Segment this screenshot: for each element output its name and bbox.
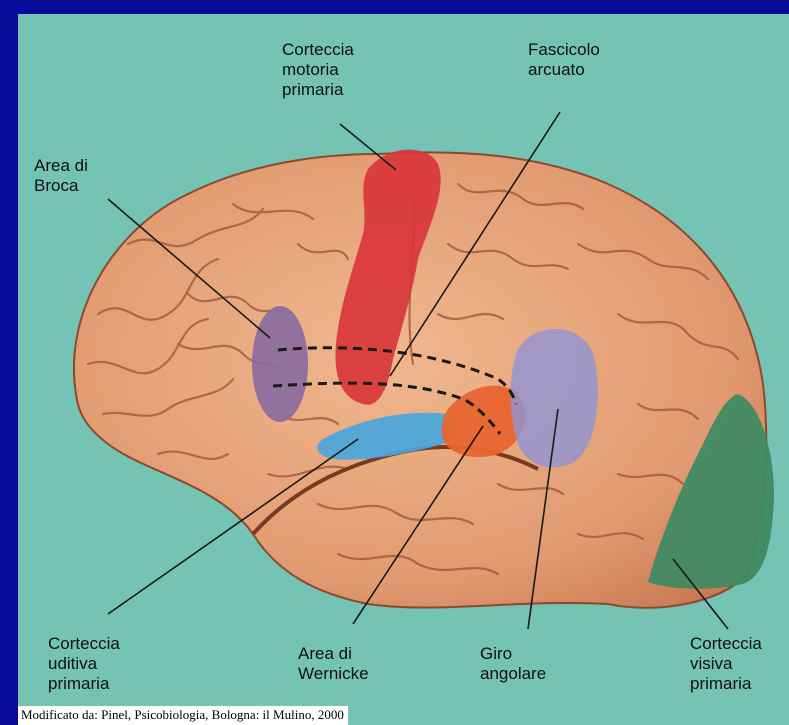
label-motor-cortex: Corteccia motoria primaria: [282, 40, 354, 100]
label-visual-cortex: Corteccia visiva primaria: [690, 634, 762, 694]
label-auditory-cortex: Corteccia uditiva primaria: [48, 634, 120, 694]
label-broca: Area di Broca: [34, 156, 88, 196]
angular-gyrus-region: [511, 329, 599, 468]
figure-panel: Corteccia motoria primaria Fascicolo arc…: [18, 14, 789, 725]
label-arcuate-fasciculus: Fascicolo arcuato: [528, 40, 600, 80]
broca-region: [252, 306, 308, 422]
label-wernicke: Area di Wernicke: [298, 644, 369, 684]
brain-diagram: [18, 14, 789, 725]
label-angular-gyrus: Giro angolare: [480, 644, 546, 684]
credit-caption: Modificato da: Pinel, Psicobiologia, Bol…: [18, 706, 348, 725]
